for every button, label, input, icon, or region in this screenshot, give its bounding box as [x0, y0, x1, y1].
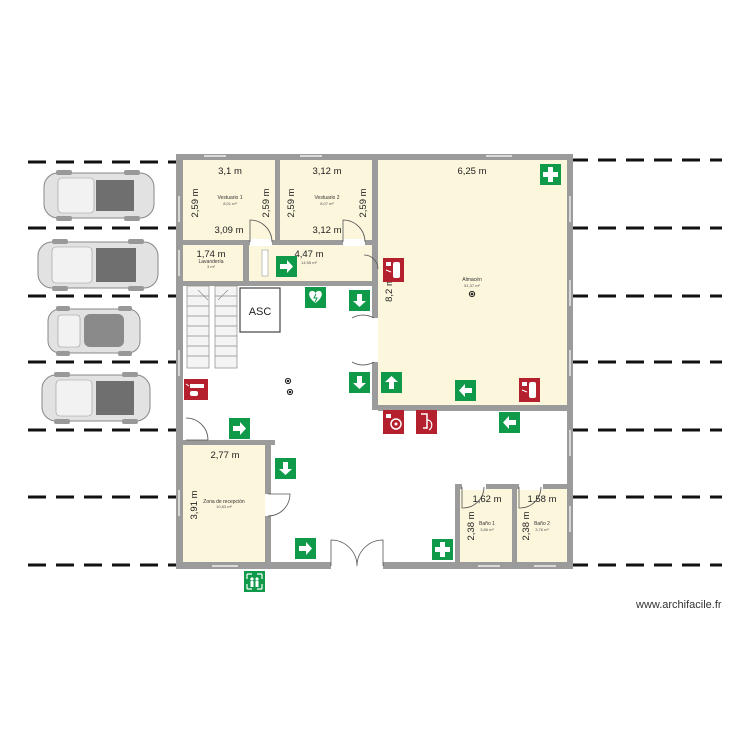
- vestuario1-fill: [183, 160, 275, 240]
- room-vestuario1-area: 8,01 m²: [223, 201, 237, 206]
- room-almacen-name: Almacén: [462, 277, 482, 283]
- lavanderia-cabinet: [261, 249, 269, 277]
- first-aid-cross-icon: [432, 539, 453, 560]
- fire-extinguisher-icon: [184, 379, 208, 400]
- exit-arrow-icon: [276, 256, 297, 277]
- lavanderia-fill: [183, 245, 243, 281]
- room-bano2-name: Baño 2: [534, 521, 550, 527]
- dim-bano1-width: 1,62 m: [472, 494, 501, 505]
- dim-v2-right: 2,59 m: [358, 188, 369, 217]
- pasillo-fill: [249, 245, 372, 281]
- dim-v2-side: 2,59 m: [286, 188, 297, 217]
- exit-arrow-icon: [455, 380, 476, 401]
- room-vestuario1-name: Vestuario 1: [217, 195, 242, 201]
- car-1: [43, 170, 155, 221]
- almacen-fill: [378, 160, 567, 405]
- dim-bano1-height: 2,38 m: [466, 511, 477, 540]
- dim-recepcion-width: 2,77 m: [210, 450, 239, 461]
- assembly-point-icon: [244, 571, 265, 592]
- dim-v1-side: 2,59 m: [190, 188, 201, 217]
- first-aid-cross-icon: [540, 164, 561, 185]
- room-lavanderia-name: Lavandería: [198, 259, 223, 265]
- room-labels: Vestuario 1 8,01 m² Vestuario 2 8,07 m² …: [198, 195, 550, 532]
- vestuario2-fill: [280, 160, 372, 240]
- exit-arrow-icon: [499, 412, 520, 433]
- exit-arrow-icon: [229, 418, 250, 439]
- dim-v1-right: 2,59 m: [261, 188, 272, 217]
- recepcion-fill: [183, 445, 265, 562]
- room-lavanderia-area: 3 m²: [207, 264, 216, 269]
- room-bano2-area: 3,76 m²: [535, 527, 549, 532]
- room-bano1-name: Baño 1: [479, 521, 495, 527]
- windows: [178, 155, 571, 567]
- car-4: [41, 372, 151, 424]
- room-almacen-area: 51,37 m²: [464, 283, 480, 288]
- defibrillator-icon: [305, 287, 326, 308]
- dim-v1-top: 3,1 m: [218, 166, 242, 177]
- doors: [185, 219, 542, 567]
- dim-bano2-height: 2,38 m: [521, 511, 532, 540]
- dimension-labels: 3,1 m 2,59 m 3,09 m 2,59 m 3,12 m 2,59 m…: [189, 166, 557, 541]
- room-vestuario2-area: 8,07 m²: [320, 201, 334, 206]
- exit-arrow-icon: [349, 372, 370, 393]
- staircase: [186, 285, 238, 369]
- room-bano1-area: 3,86 m²: [480, 527, 494, 532]
- fire-extinguisher-icon: [383, 258, 404, 282]
- smoke-detector-icon: [284, 290, 476, 396]
- dim-pasillo-width: 4,47 m: [294, 249, 323, 260]
- exit-arrow-icon: [349, 290, 370, 311]
- bano2-fill: [516, 489, 568, 562]
- dim-recepcion-height: 3,91 m: [189, 490, 200, 519]
- elevator-label: ASC: [249, 306, 272, 318]
- bano1-fill: [460, 489, 513, 562]
- dim-almacen-side: 8,2 m: [384, 278, 395, 302]
- exit-arrow-icon: [295, 538, 316, 559]
- car-2: [37, 239, 159, 291]
- exit-arrow-icon: [381, 372, 402, 393]
- fire-extinguisher-icon: [519, 378, 540, 402]
- room-vestuario2-name: Vestuario 2: [314, 195, 339, 201]
- dim-v2-bottom: 3,12 m: [312, 225, 341, 236]
- room-fills: [183, 160, 568, 562]
- room-recepcion-name: Zona de recepción: [203, 499, 245, 505]
- archifacile-credit: www.archifacile.fr: [636, 599, 722, 611]
- dim-v1-bottom: 3,09 m: [214, 225, 243, 236]
- elevator: [239, 287, 281, 333]
- room-recepcion-area: 10,83 m²: [216, 504, 232, 509]
- dim-bano2-width: 1,58 m: [527, 494, 556, 505]
- parking-lines-right: [570, 158, 722, 567]
- exit-arrow-icon: [275, 458, 296, 479]
- room-pasillo-area: 14,55 m²: [301, 260, 317, 265]
- dim-v2-top: 3,12 m: [312, 166, 341, 177]
- parking-lines-left: [28, 160, 178, 567]
- fire-hose-icon: [383, 410, 404, 434]
- dim-almacen-top: 6,25 m: [457, 166, 486, 177]
- car-3: [47, 306, 141, 356]
- fire-hose-icon: [416, 410, 437, 434]
- dim-lavanderia-width: 1,74 m: [196, 249, 225, 260]
